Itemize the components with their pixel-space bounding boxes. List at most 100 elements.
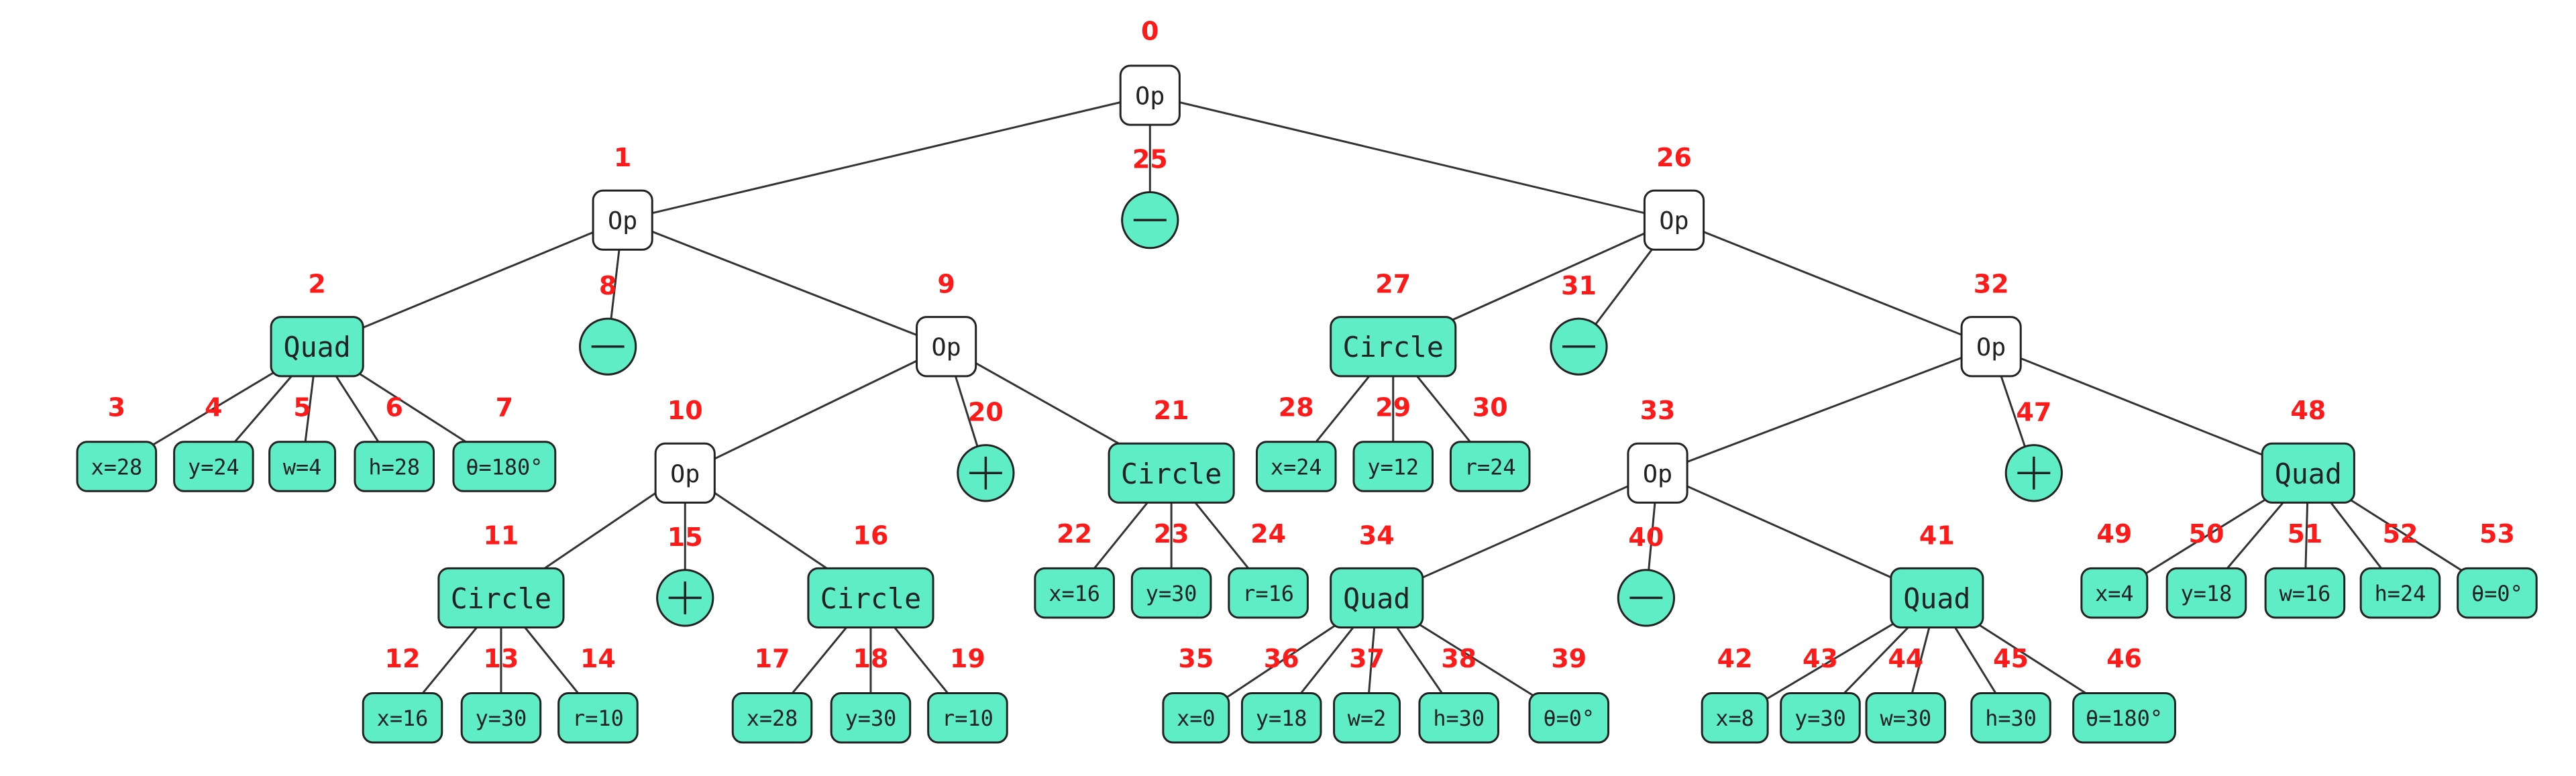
param-node-box [2165, 567, 2247, 619]
param-node-box [173, 441, 254, 492]
shape-label: Circle [1121, 457, 1222, 490]
param-label: h=24 [2375, 581, 2426, 606]
node-index-label: 40 [1628, 522, 1664, 552]
node-index-label: 26 [1656, 143, 1692, 172]
node-index-label: 11 [483, 520, 519, 550]
tree-node-5: w=4 5 [268, 392, 337, 492]
tree-node-42: x=8 42 [1701, 644, 1769, 744]
param-label: x=4 [2095, 581, 2134, 606]
shape-label: Circle [451, 582, 551, 615]
node-index-label: 31 [1561, 271, 1597, 300]
edge-0-1 [622, 94, 1150, 221]
param-label: y=18 [1256, 706, 1307, 731]
param-label: x=28 [91, 455, 143, 480]
tree-node-29: y=12 29 [1352, 392, 1434, 492]
tree-node-17: x=28 17 [731, 644, 813, 744]
node-index-label: 32 [1974, 270, 2009, 299]
edge-26-32 [1673, 219, 1992, 348]
node-index-label: 53 [2479, 519, 2515, 549]
param-label: y=30 [476, 706, 527, 731]
node-index-label: 19 [950, 644, 985, 673]
op-node-box [1960, 316, 2022, 378]
param-label: θ=180° [2086, 706, 2163, 731]
node-index-label: 36 [1264, 644, 1299, 673]
tree-node-0: Op0 [1119, 17, 1181, 126]
param-label: x=28 [747, 706, 798, 731]
shape-node-box [1330, 316, 1457, 378]
shape-label: Circle [820, 582, 921, 615]
param-node-box [1352, 441, 1434, 492]
param-label: y=12 [1367, 455, 1419, 480]
param-node-box [1333, 691, 1401, 744]
param-node-box [1970, 691, 2051, 744]
tree-node-15: 15 [656, 522, 714, 627]
op-node-box [592, 189, 653, 251]
node-index-label: 48 [2290, 396, 2326, 425]
param-node-box [1865, 691, 1947, 744]
tree-node-1: Op1 [592, 143, 653, 251]
shape-node-box [270, 316, 364, 378]
tree-node-53: θ=0° 53 [2457, 519, 2538, 619]
param-label: y=30 [1794, 706, 1846, 731]
node-index-label: 17 [755, 644, 790, 673]
shape-node-box [1330, 567, 1424, 629]
param-node-box [1034, 567, 1115, 619]
node-index-label: 5 [293, 392, 311, 422]
plus-icon [2017, 456, 2051, 490]
tree-node-31: 31 [1550, 271, 1608, 376]
node-index-label: 21 [1154, 396, 1189, 425]
param-node-box [2359, 567, 2441, 619]
node-index-label: 33 [1640, 396, 1676, 425]
node-index-label: 41 [1919, 520, 1955, 550]
op-node-box [916, 316, 977, 378]
param-node-box [1701, 691, 1769, 744]
param-node-box [731, 691, 813, 744]
node-index-label: 18 [853, 644, 889, 673]
shape-label: Quad [2275, 457, 2342, 490]
node-index-label: 29 [1375, 392, 1411, 422]
param-label: h=30 [1985, 706, 2037, 731]
param-node-box [452, 441, 557, 492]
param-label: r=10 [942, 706, 994, 731]
param-label: x=24 [1271, 455, 1322, 480]
param-label: h=30 [1433, 706, 1485, 731]
param-label: w=4 [283, 455, 322, 480]
op-label: Op [1659, 207, 1688, 235]
tree-node-19: r=10 19 [927, 644, 1008, 744]
tree-node-25: 25 [1121, 145, 1179, 250]
param-label: x=8 [1715, 706, 1754, 731]
param-label: r=16 [1242, 581, 1294, 606]
shape-label: Quad [284, 331, 351, 364]
param-node-box [2264, 567, 2346, 619]
param-node-box [1418, 691, 1499, 744]
param-label: w=30 [1880, 706, 1931, 731]
param-label: θ=0° [2471, 581, 2523, 606]
shape-node-box [807, 567, 934, 629]
edge-0-26 [1149, 94, 1674, 221]
param-node-box [268, 441, 337, 492]
node-index-label: 24 [1250, 519, 1286, 549]
node-index-label: 8 [599, 271, 616, 300]
node-index-label: 7 [496, 392, 513, 422]
param-label: y=18 [2181, 581, 2233, 606]
node-index-label: 42 [1717, 644, 1753, 673]
param-node-box [1528, 691, 1610, 744]
param-label: w=16 [2279, 581, 2331, 606]
node-index-label: 25 [1132, 145, 1168, 174]
param-node-box [1162, 691, 1230, 744]
node-index-label: 20 [968, 398, 1004, 427]
tree-node-21: Circle 21 [1108, 396, 1235, 504]
tree-node-11: Circle 11 [437, 520, 565, 629]
